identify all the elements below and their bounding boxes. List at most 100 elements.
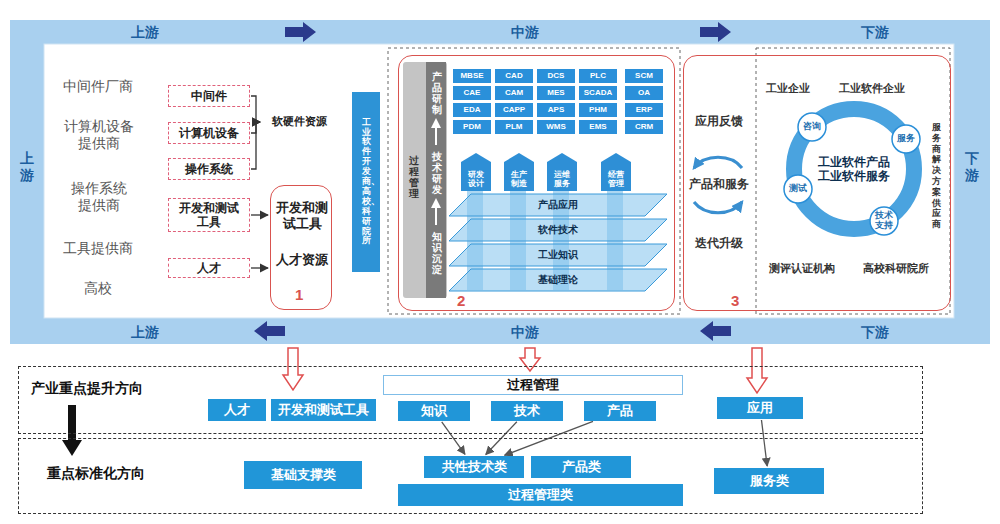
main-panel (44, 44, 954, 318)
node-text: 过程管理 (409, 155, 419, 199)
group-label: 工业软件企业 (830, 82, 914, 95)
band-label: 上游 (120, 24, 170, 41)
node-text: 开发和测试工具 (274, 200, 330, 231)
node-text: 人才 (224, 402, 250, 418)
node-text: 工业软件开发商、高校、科研院所 (362, 118, 371, 247)
dashed-region (756, 48, 950, 314)
node-text: 开发和测试工具 (177, 201, 241, 230)
software-box: PLM (495, 120, 533, 134)
ring-circle: 工业软件产品工业软件服务 咨询 服务测试技术支持 (786, 101, 922, 237)
arrow-box: 研发设计 (461, 153, 491, 191)
circle-shape (784, 175, 812, 203)
small-circle: 服务 (891, 124, 921, 154)
group-label: 工业企业 (760, 82, 816, 95)
dashed-box: 人才 (168, 258, 250, 278)
arrow-shape (504, 153, 534, 191)
cycle-arrow (694, 202, 742, 213)
circle-shape (798, 113, 826, 141)
node-text: CRM (635, 122, 653, 132)
dashed-box: 操作系统 (168, 158, 250, 180)
blue-box: 人才 (208, 399, 266, 421)
node-text: 技术支持 (875, 211, 894, 231)
hollow-arrow (747, 348, 767, 393)
connector-arrow (761, 420, 767, 466)
circle-shape (870, 207, 898, 235)
callout-number: 1 (295, 286, 303, 304)
node-text: 共性技术类 (442, 459, 507, 475)
stream-band (10, 318, 990, 344)
up-arrow (435, 120, 437, 145)
hollow-arrow (520, 348, 540, 371)
software-box: SCM (625, 69, 663, 83)
software-box: MES (537, 86, 575, 100)
small-circle: 咨询 (797, 112, 827, 142)
text-box: 软硬件资源 (262, 112, 336, 132)
band-label: 中游 (500, 24, 550, 41)
blue-box: 知识 (398, 401, 470, 421)
plane-shape (449, 269, 667, 291)
plane-shape (449, 194, 667, 216)
band-arrow (700, 321, 731, 341)
node-text: 过程管理 (507, 377, 559, 393)
connector-arrow (251, 267, 268, 268)
connector-arrow (251, 122, 260, 169)
band-arrow (700, 22, 731, 42)
node-text: 咨询 (803, 122, 822, 132)
node-text: APS (548, 105, 564, 115)
node-text: 产业重点提升方向 (31, 380, 143, 397)
node-text: WMS (546, 122, 566, 132)
cycle-label: 迭代升级 (688, 236, 750, 250)
hollow-arrow (283, 348, 303, 390)
node-text: ERP (636, 105, 652, 115)
band-arrow (254, 321, 285, 341)
blue-box: 产品 (584, 401, 656, 421)
node-text: CAE (464, 88, 481, 98)
process-bar: 过程管理产品研制技术研发知识沉淀 (404, 63, 448, 299)
blue-box: 过程管理类 (398, 484, 683, 506)
software-box: SCADA (579, 86, 617, 100)
node-text: 技术研发 (432, 151, 442, 195)
software-box: PHM (579, 103, 617, 117)
provider-label: 高校 (72, 280, 124, 297)
outline-box: 过程管理 (383, 375, 683, 395)
arrow-box: 经营管理 (601, 153, 631, 191)
band-label: 中游 (500, 324, 550, 341)
node-text: EDA (464, 105, 481, 115)
band-label: 上游 (20, 150, 34, 184)
node-text: 过程管理类 (508, 487, 573, 503)
plane-shape (449, 244, 667, 266)
arrow-box: 生产制造 (504, 153, 534, 191)
stream-band (954, 20, 990, 344)
software-box: PDM (453, 120, 491, 134)
node-text: PLC (590, 71, 606, 81)
small-circle: 测试 (783, 174, 813, 204)
node-text: 基础理论 (538, 274, 578, 286)
cycle-label: 应用反馈 (688, 114, 750, 128)
blue-box: 产品类 (531, 456, 631, 478)
node-text: MES (547, 88, 564, 98)
node-text: MBSE (460, 71, 483, 81)
node-text: 软件技术 (538, 224, 578, 236)
software-box: CRM (625, 120, 663, 134)
node-text: EMS (589, 122, 606, 132)
software-box: WMS (537, 120, 575, 134)
band-label: 下游 (850, 324, 900, 341)
software-box: CAE (453, 86, 491, 100)
node-text: 工业软件产品 (818, 155, 890, 169)
node-text: 人才资源 (274, 252, 330, 268)
node-text: 产品类 (562, 459, 601, 475)
node-text: 知识沉淀 (432, 231, 442, 275)
node-text: 测试 (789, 184, 808, 194)
software-box: EDA (453, 103, 491, 117)
band-label: 下游 (965, 150, 979, 184)
node-text: 人才 (197, 261, 221, 275)
segment-label: 服务商解决方案供应商 (932, 122, 941, 230)
node-text: 服务类 (750, 473, 789, 489)
node-text: PDM (463, 122, 481, 132)
blue-box: 技术 (491, 401, 563, 421)
node-text: DCS (548, 71, 565, 81)
node-text: OA (638, 88, 650, 98)
group-label: 测评认证机构 (762, 262, 842, 275)
node-text: 运维服务 (554, 170, 571, 188)
node-text: 工业软件服务 (818, 169, 890, 183)
